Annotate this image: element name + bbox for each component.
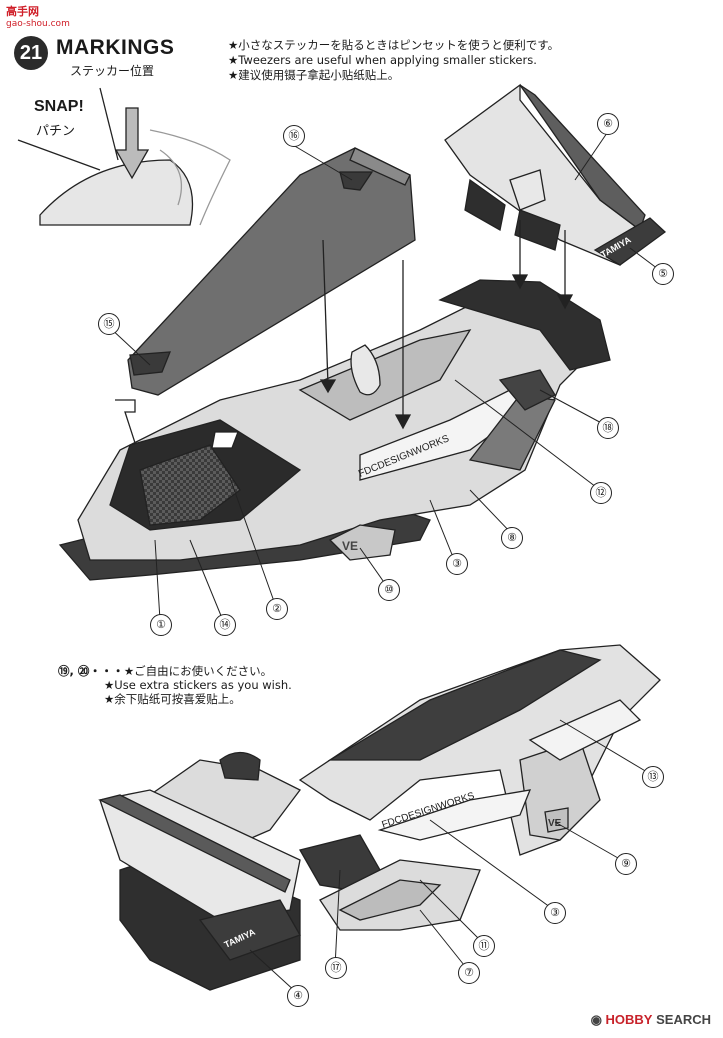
extra-line-cn: ★余下贴纸可按喜爱贴上。	[104, 692, 241, 706]
callout-3-top: ③	[446, 553, 468, 575]
note-en: ★Tweezers are useful when applying small…	[228, 53, 537, 67]
note-jp: ★小さなステッカーを貼るときはピンセットを使うと便利です。	[228, 38, 560, 52]
step-number: 21	[14, 36, 48, 70]
callout-15: ⑮	[98, 313, 120, 335]
callout-12: ⑫	[590, 482, 612, 504]
extra-line-en: ★Use extra stickers as you wish.	[104, 678, 292, 692]
callout-7: ⑦	[458, 962, 480, 984]
callout-8: ⑧	[501, 527, 523, 549]
note-cn: ★建议使用镊子拿起小贴纸贴上。	[228, 68, 400, 82]
hobby-brand-red: HOBBY	[605, 1012, 653, 1027]
leader-lines	[107, 132, 663, 994]
step-title: MARKINGS	[56, 36, 175, 59]
sticker-ve-lower: VE	[548, 818, 562, 829]
extra-stickers-note: ⑲, ⑳・・・★ご自由にお使いください。 ★Use extra stickers…	[58, 664, 292, 706]
extra-numbers: ⑲, ⑳・・・	[58, 664, 124, 678]
callout-3-bottom: ③	[544, 902, 566, 924]
step-subtitle: ステッカー位置	[70, 64, 155, 78]
watermark: 高手网 gao-shou.com	[6, 6, 70, 30]
snap-label-jp: パチン	[36, 124, 76, 139]
hobby-logo-icon: ◉	[590, 1012, 606, 1027]
callout-14: ⑭	[214, 614, 236, 636]
callout-17: ⑰	[325, 957, 347, 979]
hobby-brand-rest: SEARCH	[652, 1012, 711, 1027]
hobby-search-watermark: ◉ HOBBY SEARCH	[591, 1012, 711, 1028]
snap-inset	[17, 87, 231, 226]
upper-car-body	[58, 239, 611, 581]
rear-wing-piece	[444, 83, 667, 310]
extra-line-jp: ★ご自由にお使いください。	[123, 664, 273, 678]
canopy-piece	[115, 147, 416, 521]
callout-10: ⑩	[378, 579, 400, 601]
callout-11: ⑪	[473, 935, 495, 957]
watermark-url: gao-shou.com	[6, 19, 70, 29]
callout-5: ⑤	[652, 263, 674, 285]
callout-4: ④	[287, 985, 309, 1007]
callout-1: ①	[150, 614, 172, 636]
callout-16: ⑯	[283, 125, 305, 147]
callout-18: ⑱	[597, 417, 619, 439]
callout-13: ⑬	[642, 766, 664, 788]
callout-9: ⑨	[615, 853, 637, 875]
lower-car-body	[98, 644, 661, 991]
callout-6: ⑥	[597, 113, 619, 135]
watermark-text: 高手网	[6, 5, 39, 18]
sticker-ve: VE	[342, 539, 358, 553]
snap-label: SNAP!	[34, 98, 84, 115]
callout-2: ②	[266, 598, 288, 620]
